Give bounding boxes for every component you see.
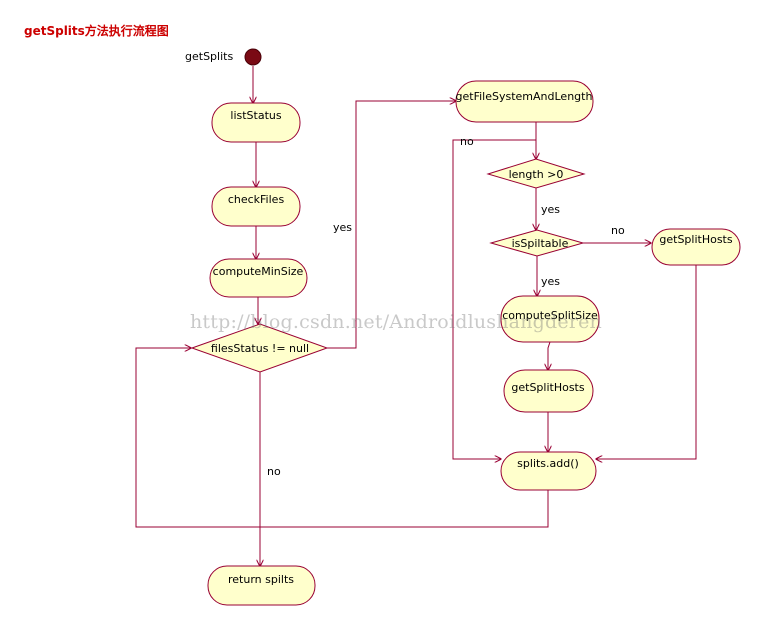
label-splittable-decision: isSpiltable xyxy=(512,237,569,250)
node-getsplithosts-1 xyxy=(503,369,594,413)
edge-label-no-length: no xyxy=(460,135,474,148)
label-getfilesystemandlength: getFileSystemAndLength xyxy=(456,90,593,103)
edge-label-yes-splittable: yes xyxy=(541,275,560,288)
label-return-splits: return spilts xyxy=(228,573,294,586)
label-liststatus: listStatus xyxy=(230,109,281,122)
label-files-status-decision: filesStatus != null xyxy=(211,342,309,355)
label-getsplithosts-1: getSplitHosts xyxy=(511,381,584,394)
edge-decision-yes-getfs xyxy=(327,101,456,349)
edge-label-yes-length: yes xyxy=(541,203,560,216)
label-getsplithosts-2: getSplitHosts xyxy=(659,233,732,246)
edge-label-no-splittable: no xyxy=(611,224,625,237)
edge-length-no-splitsadd xyxy=(452,139,537,459)
diagram-title: getSplits方法执行流程图 xyxy=(24,24,169,38)
label-length-decision: length >0 xyxy=(509,168,564,181)
label-computesplitsize: computeSplitSize xyxy=(502,309,598,322)
node-return-splits xyxy=(207,565,316,606)
node-splits-add xyxy=(500,451,597,491)
start-label: getSplits xyxy=(185,50,233,63)
edge-splitsadd-loop-back xyxy=(135,348,549,528)
label-splits-add: splits.add() xyxy=(517,457,579,470)
decision-files-status xyxy=(190,323,329,373)
label-checkfiles: checkFiles xyxy=(228,193,285,206)
edge-label-yes-files: yes xyxy=(333,221,352,234)
node-computeminsize xyxy=(209,258,308,298)
decision-splittable xyxy=(489,229,585,257)
node-getfilesystemandlength xyxy=(455,80,594,123)
node-checkfiles xyxy=(211,186,301,227)
edge-hosts2-splitsadd xyxy=(596,265,697,459)
edge-label-no-files: no xyxy=(267,465,281,478)
node-computesplitsize xyxy=(500,295,600,343)
node-liststatus xyxy=(211,102,301,143)
decision-length xyxy=(486,158,586,189)
node-getsplithosts-2 xyxy=(651,228,741,266)
label-computeminsize: computeMinSize xyxy=(213,265,304,278)
start-node xyxy=(244,48,262,66)
edge-computesplitsize-hosts xyxy=(548,341,550,370)
